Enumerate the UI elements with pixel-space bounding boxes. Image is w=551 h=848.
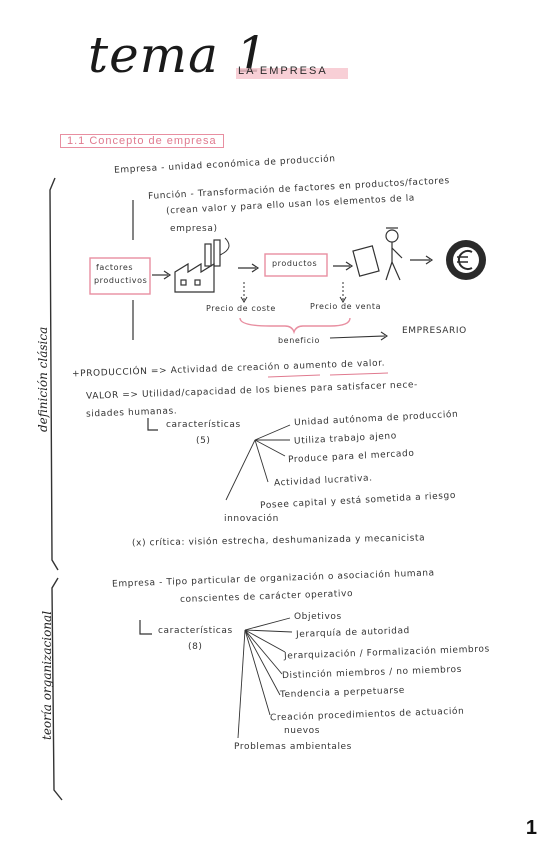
subtitle-highlight — [236, 68, 348, 79]
org-char-1: Objetivos — [294, 612, 342, 622]
precio-coste: Precio de coste — [206, 304, 276, 313]
section-title: 1.1 Concepto de empresa — [60, 134, 224, 148]
empresario-label: EMPRESARIO — [402, 326, 467, 336]
innovacion-label: innovación — [224, 514, 279, 524]
productos-box — [264, 253, 328, 277]
side-label-organizational: teoría organizacional — [40, 610, 54, 740]
classic-line4: empresa) — [170, 224, 218, 234]
caracteristicas-count: (5) — [196, 436, 211, 446]
caracteristicas-label: características — [166, 420, 241, 430]
factores-label-1: factores — [96, 263, 134, 272]
factory-icon — [174, 239, 221, 293]
seller-icon — [352, 227, 403, 281]
org-caracteristicas-count: (8) — [188, 642, 203, 652]
factores-box — [89, 257, 151, 295]
org-char-6b: nuevos — [284, 726, 321, 736]
euro-coin-icon — [446, 240, 486, 280]
side-label-classic: definición clásica — [36, 326, 50, 432]
precio-venta: Precio de venta — [310, 302, 382, 311]
page-number: 1 — [525, 817, 537, 839]
productos-label: productos — [272, 259, 318, 268]
factores-label-2: productivos — [94, 276, 148, 285]
org-caracteristicas-label: características — [158, 626, 233, 636]
page-subtitle: LA EMPRESA — [238, 65, 328, 77]
beneficio-label: beneficio — [278, 336, 320, 345]
org-char-7: Problemas ambientales — [234, 742, 352, 752]
